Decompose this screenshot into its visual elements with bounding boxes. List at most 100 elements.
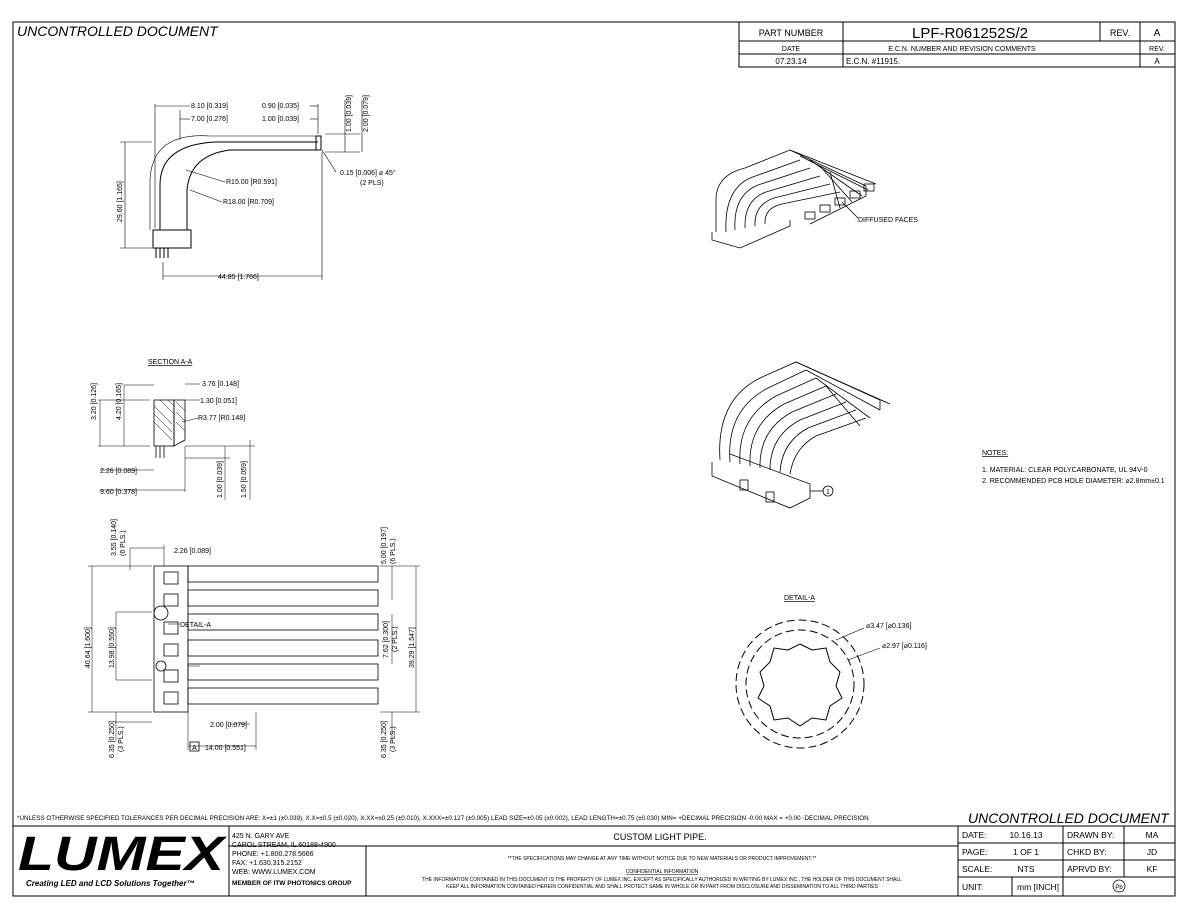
address-phone: PHONE: +1.800.278.5666 (232, 851, 314, 858)
part-number: LPF-R061252S/2 (912, 25, 1028, 42)
tb-drawn-label: DRAWN BY: (1067, 830, 1114, 840)
ecn-label: E.C.N. NUMBER AND REVISION COMMENTS (888, 46, 1036, 53)
tb-date: 10.16.13 (1009, 830, 1042, 840)
lumex-logo: LUMEX (18, 828, 228, 881)
detail-a-drawing (735, 619, 881, 749)
side-view-drawing (120, 100, 363, 280)
plan-dim-40-64: 40.64 [1.600] (85, 627, 92, 668)
rev-date: 07.23.14 (775, 57, 807, 66)
sec-dim-1-50: 1.50 [0.059] (241, 461, 248, 498)
address-web: WEB: WWW.LUMEX.COM (232, 869, 316, 876)
iso-view-top (711, 149, 877, 249)
part-number-label: PART NUMBER (759, 28, 824, 38)
ecn-value: E.C.N. #11915. (846, 57, 900, 66)
plan-dim-7-62: 7.62 [0.300] (383, 621, 390, 658)
plan-dim-14-00: 14.00 [0.551] (205, 745, 246, 752)
tb-date-label: DATE: (962, 830, 986, 840)
tolerance-note: *UNLESS OTHERWISE SPECIFIED TOLERANCES P… (17, 815, 869, 822)
section-title: SECTION A-A (148, 359, 193, 366)
sec-dim-2-26: 2.26 [0.089] (100, 468, 137, 475)
plan-dim-6-35-right-count: (3 PLS.) (390, 726, 397, 752)
spec-change-note: **THE SPECIFICATIONS MAY CHANGE AT ANY T… (508, 856, 816, 862)
plan-dim-39-29: 39.29 [1.547] (409, 627, 416, 668)
dim-chamfer-count: (2 PLS) (360, 180, 384, 187)
plan-dim-3-55-count: (6 PLS.) (120, 530, 127, 556)
watermark-top: UNCONTROLLED DOCUMENT (17, 23, 219, 39)
plan-dim-13-98: 13.98 [0.550] (109, 627, 116, 668)
plan-detail-a: DETAIL-A (180, 622, 211, 629)
sec-dim-4-20: 4.20 [0.165] (116, 383, 123, 420)
diffused-faces-label: DIFFUSED FACES (858, 217, 918, 224)
tb-page-label: PAGE: (962, 847, 987, 857)
dim-44-85: 44.85 [1.766] (218, 274, 259, 281)
plan-view (88, 545, 420, 750)
tb-scale-label: SCALE: (962, 864, 992, 874)
plan-dim-5-00: 5.00 [0.197] (381, 527, 388, 564)
rev-value-2: A (1154, 57, 1160, 66)
sec-dim-1-30: 1.30 [0.051] (200, 398, 237, 405)
tb-aprvd-label: APRVD BY: (1067, 864, 1112, 874)
plan-dim-6-35-right: 6.35 [0.250] (381, 721, 388, 758)
tb-scale: NTS (1018, 864, 1035, 874)
part-description: CUSTOM LIGHT PIPE. (613, 832, 706, 842)
tb-unit-label: UNIT: (962, 882, 983, 892)
title-block-frame (12, 825, 1176, 897)
tb-drawn: MA (1146, 830, 1159, 840)
sheet-border (12, 21, 1176, 897)
address-member: MEMBER OF ITW PHOTONICS GROUP (232, 880, 352, 887)
confidential-line-1: THE INFORMATION CONTAINED IN THIS DOCUME… (422, 877, 902, 883)
note-1: 1. MATERIAL: CLEAR POLYCARBONATE, UL 94V… (982, 467, 1148, 474)
section-view (98, 383, 255, 500)
sec-radius-3-77: R3.77 [R0.148] (198, 415, 245, 422)
iso-view-middle (711, 361, 891, 509)
dim-0-90: 0.90 [0.035] (262, 103, 299, 110)
tb-aprvd: KF (1147, 864, 1158, 874)
sec-dim-1-00: 1.00 [0.039] (217, 461, 224, 498)
detail-dim-3-47: ⌀3.47 [⌀0.136] (866, 623, 911, 630)
plan-dim-2-26: 2.26 [0.089] (174, 548, 211, 555)
sec-dim-9-60: 9.60 [0.378] (100, 489, 137, 496)
rev-value: A (1154, 28, 1161, 39)
plan-dim-3-55: 3.55 [0.140] (111, 519, 118, 556)
watermark-bottom: UNCONTROLLED DOCUMENT (968, 810, 1170, 826)
tb-chkd: JD (1147, 847, 1157, 857)
plan-dim-6-35-left-count: (3 PLS.) (118, 726, 125, 752)
dim-chamfer: 0.15 [0.006] ⌀ 45° (340, 169, 396, 177)
detail-dim-2-97: ⌀2.97 [⌀0.116] (882, 643, 927, 650)
rev-label: REV. (1110, 28, 1130, 38)
plan-dim-6-35-left: 6.35 [0.250] (109, 721, 116, 758)
lumex-tagline: Creating LED and LCD Solutions Together™ (26, 879, 195, 888)
dim-v-1-00: 1.00 [0.039] (346, 95, 353, 132)
detail-a-title: DETAIL-A (784, 595, 815, 602)
tb-page: 1 OF 1 (1013, 847, 1039, 857)
rev-label-2: REV. (1149, 46, 1165, 53)
revision-header (738, 21, 1176, 68)
plan-dim-5-00-count: (6 PLS.) (390, 538, 397, 564)
dim-v-2-00: 2.00 [0.079] (363, 95, 370, 132)
dim-1-00: 1.00 [0.039] (262, 116, 299, 123)
detail-callout: 1 (826, 489, 830, 496)
dim-29-60: 29.60 [1.165] (117, 181, 124, 222)
dim-8-10: 8.10 [0.319] (191, 103, 228, 110)
sec-dim-3-20: 3.20 [0.126] (91, 383, 98, 420)
note-2: 2. RECOMMENDED PCB HOLE DIAMETER: ⌀2.8mm… (982, 478, 1165, 485)
pb-free-label: Pb (1115, 885, 1123, 891)
pb-free-icon (1112, 879, 1126, 893)
address-line-2: CAROL STREAM, IL 60188-4900 (232, 842, 336, 849)
date-label: DATE (782, 46, 800, 53)
plan-dim-7-62-count: (2 PLS.) (392, 626, 399, 652)
sec-dim-3-76: 3.76 [0.148] (202, 381, 239, 388)
confidential-title: CONFIDENTIAL INFORMATION (626, 869, 699, 875)
dim-7-00: 7.00 [0.276] (191, 116, 228, 123)
tb-unit: mm [INCH] (1017, 882, 1059, 892)
plan-dim-2-00: 2.00 [0.079] (210, 722, 247, 729)
confidential-line-2: KEEP ALL INFORMATION CONTAINED HEREIN CO… (446, 884, 878, 890)
tb-chkd-label: CHKD BY: (1067, 847, 1107, 857)
datum-a: A (192, 745, 197, 752)
address-fax: FAX: +1.630.315.2152 (232, 860, 302, 867)
radius-r15: R15.00 [R0.591] (226, 179, 277, 186)
radius-r18: R18.00 [R0.709] (223, 199, 274, 206)
address-line-1: 425 N. GARY AVE (232, 833, 290, 840)
datum-box (189, 741, 200, 752)
